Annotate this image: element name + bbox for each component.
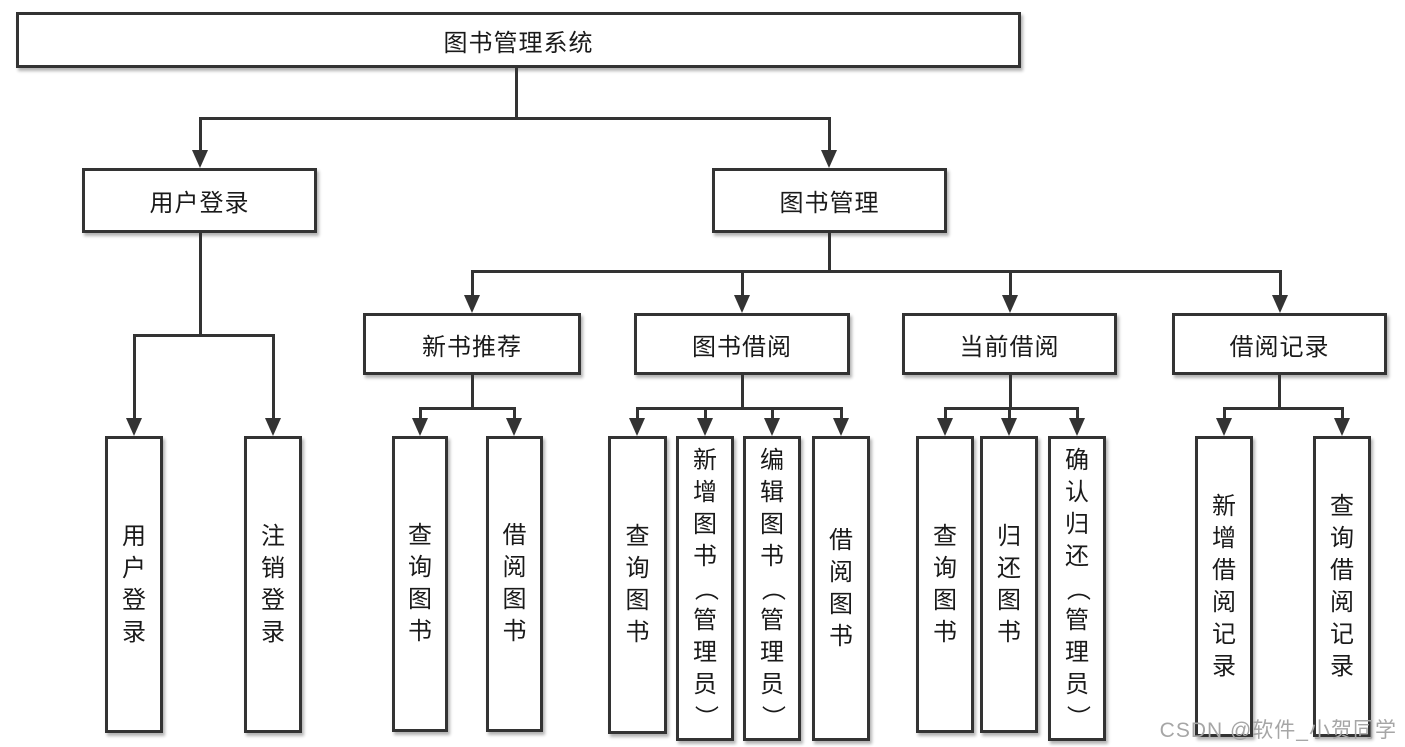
connector-leaf-stub bbox=[1341, 407, 1344, 421]
arrow-down-icon bbox=[697, 418, 713, 436]
arrow-down-icon bbox=[764, 418, 780, 436]
leaf-query-books-recommend: 查询图书 bbox=[392, 436, 448, 732]
connector-book-borrow-stem bbox=[741, 374, 744, 410]
leaf-add-borrow-record: 新增借阅记录 bbox=[1195, 436, 1253, 737]
connector-leaf-stub bbox=[1008, 407, 1011, 421]
arrow-down-icon bbox=[937, 418, 953, 436]
connector-book-mgmt-stem bbox=[828, 232, 831, 273]
connector-leaf-stub bbox=[771, 407, 774, 421]
leaf-borrow-books: 借阅图书 bbox=[812, 436, 870, 741]
leaf-query-books-borrow: 查询图书 bbox=[608, 436, 667, 734]
arrow-down-icon bbox=[192, 150, 208, 168]
connector-to-book-mgmt bbox=[828, 117, 831, 153]
arrow-down-icon bbox=[1002, 295, 1018, 313]
arrow-down-icon bbox=[734, 295, 750, 313]
connector-borrow-records-rail bbox=[1223, 407, 1344, 410]
leaf-edit-book-admin: 编辑图书（管理员） bbox=[743, 436, 801, 741]
arrow-down-icon bbox=[126, 418, 142, 436]
arrow-down-icon bbox=[1216, 418, 1232, 436]
arrow-down-icon bbox=[1069, 418, 1085, 436]
node-borrow-records: 借阅记录 bbox=[1172, 313, 1387, 375]
leaf-user-login: 用户登录 bbox=[105, 436, 163, 733]
leaf-query-books-current: 查询图书 bbox=[916, 436, 974, 733]
arrow-down-icon bbox=[833, 418, 849, 436]
connector-new-book-stem bbox=[471, 374, 474, 410]
arrow-down-icon bbox=[1334, 418, 1350, 436]
connector-leaf-stub bbox=[944, 407, 947, 421]
connector-to-borrow-records bbox=[1279, 270, 1282, 298]
arrow-down-icon bbox=[265, 418, 281, 436]
leaf-add-book-admin: 新增图书（管理员） bbox=[676, 436, 734, 741]
connector-leaf-stub bbox=[1076, 407, 1079, 421]
node-book-management: 图书管理 bbox=[712, 168, 947, 233]
connector-new-book-rail bbox=[419, 407, 516, 410]
connector-book-borrow-rail bbox=[636, 407, 843, 410]
connector-to-current-borrow bbox=[1009, 270, 1012, 298]
connector-leaf-stub bbox=[1223, 407, 1226, 421]
connector-to-leaf-user-login bbox=[133, 334, 136, 422]
connector-user-login-rail bbox=[133, 334, 275, 337]
arrow-down-icon bbox=[412, 418, 428, 436]
leaf-confirm-return-admin: 确认归还（管理员） bbox=[1048, 436, 1106, 741]
arrow-down-icon bbox=[821, 150, 837, 168]
connector-leaf-stub bbox=[840, 407, 843, 421]
connector-leaf-stub bbox=[636, 407, 639, 421]
arrow-down-icon bbox=[629, 418, 645, 436]
node-current-borrow: 当前借阅 bbox=[902, 313, 1117, 375]
watermark: CSDN @软件_小贺同学 bbox=[1159, 719, 1397, 742]
connector-to-user-login bbox=[199, 117, 202, 153]
connector-level2-rail bbox=[199, 117, 831, 120]
node-book-borrow: 图书借阅 bbox=[634, 313, 850, 375]
leaf-logout: 注销登录 bbox=[244, 436, 302, 733]
leaf-query-borrow-record: 查询借阅记录 bbox=[1313, 436, 1371, 737]
arrow-down-icon bbox=[1272, 295, 1288, 313]
node-user-login: 用户登录 bbox=[82, 168, 317, 233]
node-new-book-recommend: 新书推荐 bbox=[363, 313, 581, 375]
connector-root-stem bbox=[515, 67, 518, 119]
arrow-down-icon bbox=[1001, 418, 1017, 436]
node-library-system: 图书管理系统 bbox=[16, 12, 1021, 68]
connector-leaf-stub bbox=[704, 407, 707, 421]
leaf-borrow-books-recommend: 借阅图书 bbox=[486, 436, 543, 732]
connector-current-borrow-rail bbox=[944, 407, 1079, 410]
arrow-down-icon bbox=[464, 295, 480, 313]
arrow-down-icon bbox=[506, 418, 522, 436]
connector-user-login-stem bbox=[199, 232, 202, 337]
connector-to-new-book bbox=[471, 270, 474, 298]
connector-to-leaf-logout bbox=[272, 334, 275, 422]
connector-current-borrow-stem bbox=[1009, 374, 1012, 410]
connector-leaf-stub bbox=[419, 407, 422, 421]
connector-borrow-records-stem bbox=[1278, 374, 1281, 410]
leaf-return-book: 归还图书 bbox=[980, 436, 1038, 733]
connector-leaf-stub bbox=[513, 407, 516, 421]
connector-level3-rail bbox=[471, 270, 1281, 273]
connector-to-book-borrow bbox=[741, 270, 744, 298]
